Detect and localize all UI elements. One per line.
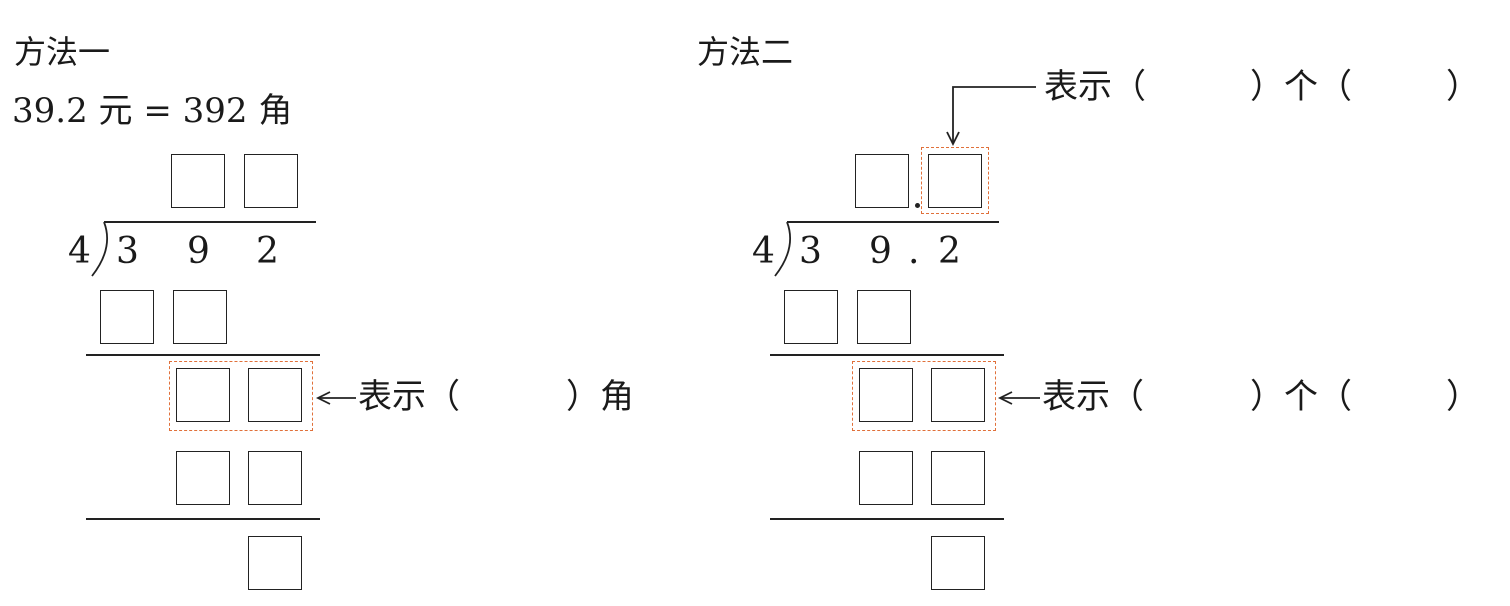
method2-final-remainder-box[interactable] [931,536,985,590]
method2-product1-box[interactable] [784,290,838,344]
method2-mid-note-middle: ）个（ [1250,377,1352,417]
method2-dividend-digit: 9 [869,231,892,272]
method2-quotient-ones-box[interactable] [855,154,909,208]
method1-remainder-box[interactable] [248,368,302,422]
method1-subtract-line [86,518,320,520]
method2-product1-box[interactable] [857,290,911,344]
method1-heading: 方法一 [14,33,111,71]
method2-top-note-label: 表示（ [1044,67,1146,107]
method2-heading: 方法二 [697,33,794,71]
method1-product2-box[interactable] [176,451,230,505]
method2-divisor: 4 [752,231,775,272]
method1-conversion: 39.2 元 = 392 角 [12,91,293,131]
method2-top-note-close: ） [1446,67,1480,107]
method2-mid-note-blank[interactable] [1170,380,1232,414]
method1-dividend-digit: 9 [187,231,210,272]
method1-dividend-digit: 3 [116,231,139,272]
method1-final-remainder-box[interactable] [248,536,302,590]
method1-product1-box[interactable] [173,290,227,344]
method2-product2-box[interactable] [931,451,985,505]
method2-dividend-digit: 2 [938,231,961,272]
method2-dividend-digit: 3 [799,231,822,272]
method2-remainder-box[interactable] [859,368,913,422]
method1-note-label: 表示（ [358,377,460,417]
method2-top-note-middle: ）个（ [1250,67,1352,107]
method2-highlight-frame [852,361,996,431]
method2-division-bar [787,221,999,223]
method2-quotient-tenths-box[interactable] [928,154,982,208]
method2-highlight-frame [921,147,989,214]
method1-quotient-tens-box[interactable] [171,154,225,208]
method1-highlight-frame [169,361,313,431]
method1-divisor: 4 [68,231,91,272]
method2-dividend-point: . [908,231,920,272]
method1-product1-box[interactable] [100,290,154,344]
method1-division-bar [104,221,316,223]
method1-remainder-box[interactable] [176,368,230,422]
method2-product2-box[interactable] [859,451,913,505]
method1-quotient-ones-box[interactable] [244,154,298,208]
method2-subtract-line [770,518,1004,520]
method2-quotient-decimal-point [915,203,920,208]
method2-remainder-box[interactable] [931,368,985,422]
method2-mid-note-close: ） [1446,377,1480,417]
method2-subtract-line [770,354,1004,356]
method1-note-unit: ）角 [566,377,634,417]
method1-subtract-line [86,354,320,356]
method2-mid-note-label: 表示（ [1042,377,1144,417]
method1-dividend-digit: 2 [256,231,279,272]
method2-mid-note-blank[interactable] [1378,380,1438,414]
method1-product2-box[interactable] [248,451,302,505]
